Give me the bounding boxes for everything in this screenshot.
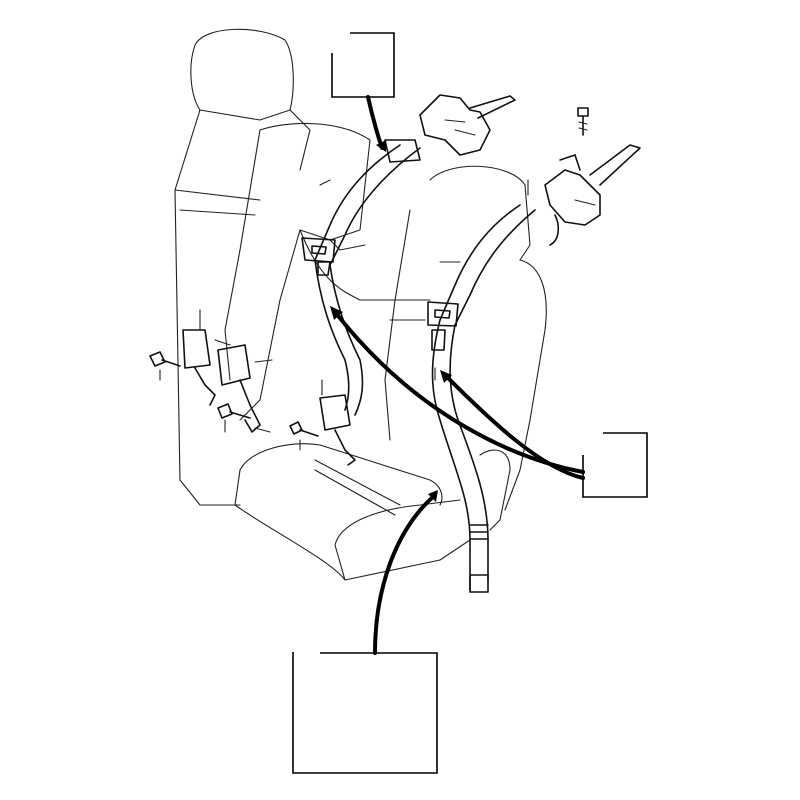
arrow-bottom (373, 493, 437, 655)
rear-seat-right-backrest (379, 165, 547, 531)
arrow-right-to-right-belt (443, 373, 585, 480)
right-belt-webbing (427, 204, 536, 593)
callout-bottom (292, 490, 438, 774)
callout-box-top (331, 32, 395, 98)
arrow-right-to-left-belt (333, 310, 585, 474)
left-retractor (419, 94, 516, 156)
seat-cushion (234, 443, 471, 581)
callout-box-bottom (292, 652, 438, 774)
bolt-top-right (577, 107, 589, 136)
rear-seat-left-backrest (174, 28, 311, 506)
leader-lines (159, 179, 529, 451)
callout-right (330, 306, 648, 498)
buckles (149, 329, 356, 466)
left-belt-webbing (301, 139, 421, 416)
callout-box-right (582, 432, 648, 498)
callout-top (331, 32, 395, 152)
rear-seat-center-backrest (224, 122, 381, 421)
right-retractor (544, 144, 641, 246)
